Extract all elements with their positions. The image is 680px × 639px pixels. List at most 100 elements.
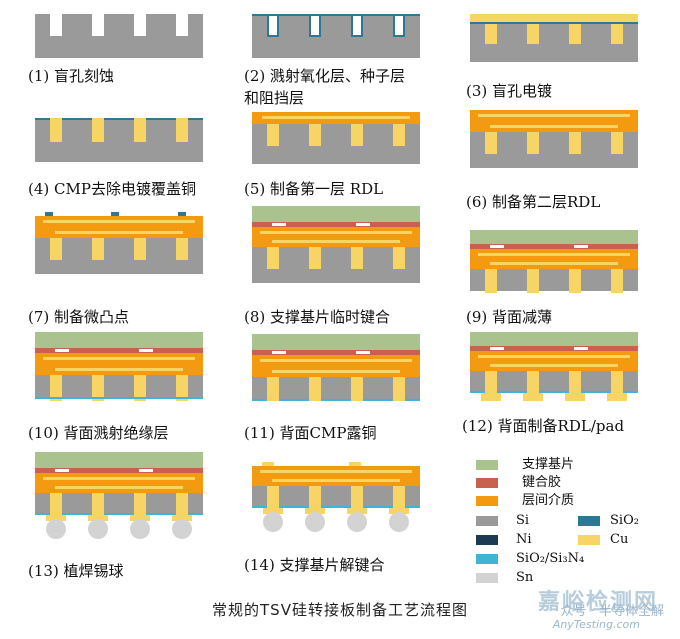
micro-bump	[111, 212, 119, 216]
legend-label-support: 支撑基片	[522, 457, 575, 472]
solder-ball	[389, 512, 409, 532]
caption-step-11: (11) 背面CMP露铜	[244, 424, 377, 442]
micro-bump	[490, 245, 504, 248]
liner-top	[252, 14, 420, 16]
blind-via-hole	[393, 14, 405, 36]
cu-via	[267, 124, 279, 146]
blind-via-hole	[351, 14, 363, 36]
backside-pad	[607, 393, 627, 401]
rdl-line	[260, 231, 412, 234]
dielectric-layer	[35, 353, 203, 375]
liner-wall	[267, 14, 269, 36]
backside-pad	[88, 515, 108, 521]
cu-via	[92, 375, 104, 401]
caption-step-8: (8) 支撑基片临时键合	[244, 308, 391, 326]
liner-wall	[403, 14, 405, 36]
cu-via	[611, 371, 623, 393]
cu-via	[267, 377, 279, 401]
silicon-wafer	[470, 269, 638, 291]
cu-via	[267, 486, 279, 508]
dielectric-layer	[470, 249, 638, 269]
micro-bump	[356, 223, 370, 226]
cu-via	[309, 486, 321, 508]
cu-via	[134, 238, 146, 260]
dielectric-layer	[470, 351, 638, 371]
backside-pad	[263, 508, 283, 514]
cu-via	[176, 238, 188, 260]
liner-bottom	[267, 35, 279, 37]
silicon-wafer	[470, 132, 638, 168]
silicon-wafer	[470, 371, 638, 391]
dielectric-layer	[252, 355, 420, 377]
liner-bottom	[393, 35, 405, 37]
cu-via	[50, 118, 62, 142]
caption-step-2b: 和阻挡层	[244, 89, 305, 107]
solder-ball	[130, 519, 150, 539]
legend-label-cu: Cu	[610, 532, 629, 547]
rdl-line	[478, 355, 630, 358]
silicon-wafer	[252, 14, 420, 58]
liner-bottom	[309, 35, 321, 37]
cu-via	[267, 247, 279, 269]
silicon-wafer	[35, 493, 203, 513]
backside-pad	[565, 393, 585, 401]
micro-bump	[262, 462, 274, 466]
legend-label-dielectric: 层间介质	[522, 493, 575, 508]
cu-via	[134, 375, 146, 401]
blind-via-hole	[92, 14, 104, 36]
dielectric-layer	[252, 466, 420, 486]
caption-step-4: (4) CMP去除电镀覆盖铜	[28, 180, 196, 198]
backside-pad	[172, 515, 192, 521]
cu-via	[569, 22, 581, 44]
caption-step-10: (10) 背面溅射绝缘层	[28, 424, 169, 442]
cu-via	[527, 22, 539, 44]
solder-ball	[305, 512, 325, 532]
cu-via	[50, 238, 62, 260]
bond-adhesive	[252, 222, 420, 227]
caption-step-13: (13) 植焊锡球	[28, 562, 124, 580]
cu-via	[309, 377, 321, 401]
silicon-wafer	[35, 238, 203, 274]
cu-via	[134, 493, 146, 515]
cu-via	[351, 124, 363, 146]
legend-swatch-ni	[476, 535, 498, 545]
caption-step-14: (14) 支撑基片解键合	[244, 556, 385, 574]
support-wafer	[35, 332, 203, 348]
cu-via	[393, 124, 405, 146]
rdl-line	[272, 479, 400, 482]
watermark-account: 众号 · 半导体全解	[560, 604, 664, 619]
cu-via	[527, 371, 539, 393]
caption-step-9: (9) 背面减薄	[466, 308, 553, 326]
rdl-line	[490, 125, 618, 128]
cu-via	[527, 269, 539, 293]
micro-bump	[45, 212, 53, 216]
backside-insulator	[252, 506, 420, 508]
cu-via	[611, 269, 623, 293]
rdl-line	[272, 240, 400, 243]
liner-wall	[277, 14, 279, 36]
cu-via	[569, 269, 581, 293]
rdl-line	[43, 357, 195, 360]
cu-via	[485, 371, 497, 393]
silicon-wafer	[35, 118, 203, 162]
rdl-line	[43, 477, 195, 480]
backside-pad	[130, 515, 150, 521]
liner-top	[35, 118, 203, 120]
micro-bump	[55, 469, 69, 472]
blind-via-hole	[267, 14, 279, 36]
cu-via	[50, 375, 62, 401]
caption-step-5: (5) 制备第一层 RDL	[244, 180, 384, 198]
cu-via	[611, 22, 623, 44]
dielectric-layer	[252, 227, 420, 247]
support-wafer	[252, 334, 420, 350]
cu-via	[50, 493, 62, 515]
bond-adhesive	[35, 468, 203, 473]
rdl-line	[43, 220, 195, 223]
liner-wall	[351, 14, 353, 36]
silicon-wafer	[35, 375, 203, 397]
watermark-logo-text: 嘉峪检测网	[537, 590, 658, 615]
cu-via	[92, 493, 104, 515]
cu-via	[309, 247, 321, 269]
cu-via	[393, 486, 405, 508]
dielectric-layer	[35, 216, 203, 238]
